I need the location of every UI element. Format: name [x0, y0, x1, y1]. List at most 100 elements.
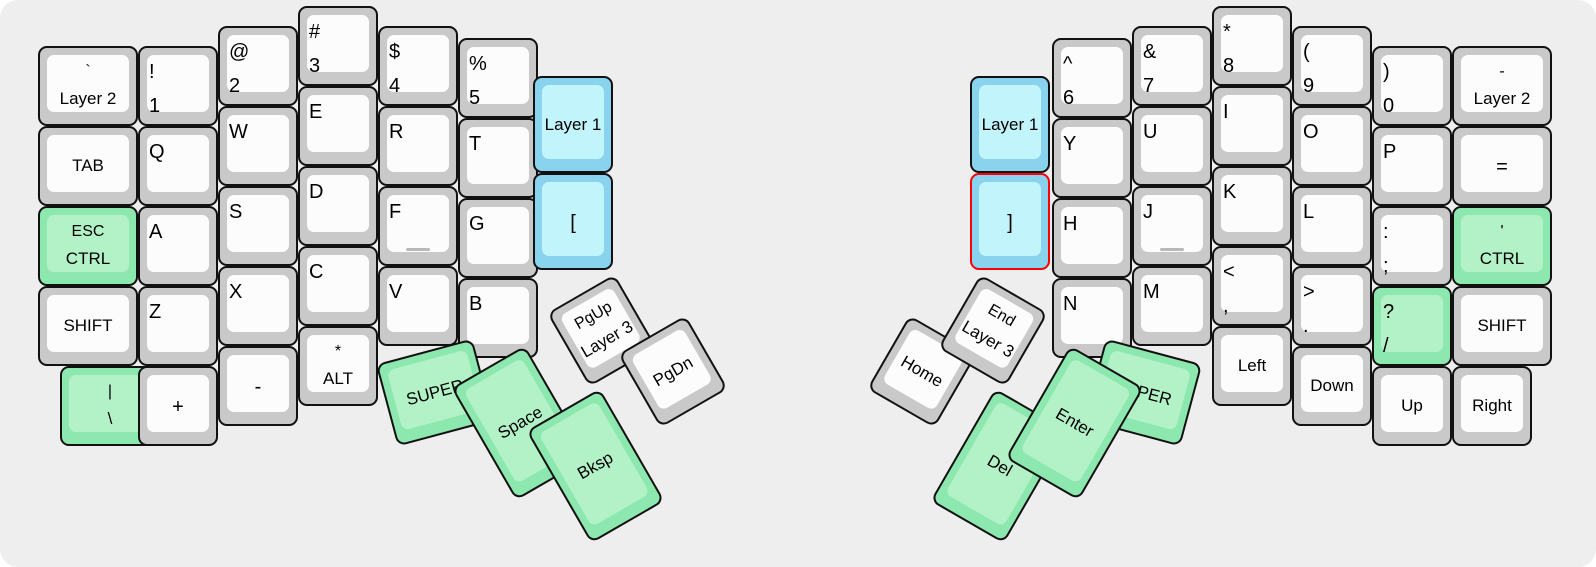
- keycap-surface: [69, 375, 151, 432]
- key-o[interactable]: O: [1292, 106, 1372, 186]
- keycap-surface: [1301, 275, 1363, 332]
- key-g[interactable]: G: [458, 198, 538, 278]
- key-p[interactable]: P: [1372, 126, 1452, 206]
- keycap-surface: [1301, 355, 1363, 412]
- keycap-legend-main: /: [1383, 335, 1389, 357]
- keycap-legend-main: U: [1143, 121, 1158, 143]
- key-v[interactable]: V: [378, 266, 458, 346]
- key-2[interactable]: @2: [218, 26, 298, 106]
- keycap-surface: [307, 95, 369, 152]
- key-t[interactable]: T: [458, 118, 538, 198]
- keycap-legend-main: SHIFT: [1477, 316, 1527, 335]
- key-bracket-left[interactable]: [: [533, 173, 613, 270]
- key-y[interactable]: Y: [1052, 118, 1132, 198]
- keycap-surface: [1381, 375, 1443, 432]
- keycap-surface: [307, 15, 369, 72]
- key-j[interactable]: J: [1132, 186, 1212, 266]
- key-comma[interactable]: <,: [1212, 246, 1292, 326]
- keycap-legend-main: \: [107, 409, 113, 428]
- key-5[interactable]: %5: [458, 38, 538, 118]
- key-shift-left[interactable]: SHIFT: [38, 286, 138, 366]
- keycap-surface: [227, 275, 289, 332]
- keycap-legend-top: ): [1383, 61, 1390, 83]
- keycap-legend-top: `: [85, 63, 91, 80]
- key-asterisk-alt[interactable]: *ALT: [298, 326, 378, 406]
- keycap-surface: [147, 135, 209, 192]
- key-equals[interactable]: =: [1452, 126, 1552, 206]
- keycap-legend-main: 7: [1143, 75, 1155, 97]
- key-x[interactable]: X: [218, 266, 298, 346]
- key-layer1-left[interactable]: Layer 1: [533, 76, 613, 173]
- keycap-legend-main: Q: [149, 141, 165, 163]
- key-m[interactable]: M: [1132, 266, 1212, 346]
- keycap-legend-top: (: [1303, 41, 1310, 63]
- key-l[interactable]: L: [1292, 186, 1372, 266]
- keycap-legend-main: Layer 2: [1473, 89, 1531, 108]
- key-f[interactable]: F: [378, 186, 458, 266]
- key-period[interactable]: >.: [1292, 266, 1372, 346]
- key-k[interactable]: K: [1212, 166, 1292, 246]
- keycap-legend-main: P: [1383, 141, 1397, 163]
- keycap-legend-main: B: [469, 293, 483, 315]
- key-grave-layer2[interactable]: `Layer 2: [38, 46, 138, 126]
- keycap-surface: [1461, 55, 1543, 112]
- key-a[interactable]: A: [138, 206, 218, 286]
- key-h[interactable]: H: [1052, 198, 1132, 278]
- key-s[interactable]: S: [218, 186, 298, 266]
- key-plus[interactable]: +: [138, 366, 218, 446]
- key-bracket-right[interactable]: ]: [970, 173, 1050, 270]
- key-z[interactable]: Z: [138, 286, 218, 366]
- key-layer1-right[interactable]: Layer 1: [970, 76, 1050, 173]
- key-right-arrow[interactable]: Right: [1452, 366, 1532, 446]
- keycap-legend-main: Layer 1: [544, 114, 602, 134]
- key-1[interactable]: !1: [138, 46, 218, 126]
- key-minus[interactable]: -: [218, 346, 298, 426]
- keycap-legend-main: ,: [1223, 295, 1229, 317]
- key-9[interactable]: (9: [1292, 26, 1372, 106]
- keycap-legend-main: E: [309, 101, 323, 123]
- keycap-surface: [47, 295, 129, 352]
- keycap-surface: [1141, 115, 1203, 172]
- keycap-surface: [1301, 115, 1363, 172]
- key-n[interactable]: N: [1052, 278, 1132, 358]
- key-i[interactable]: I: [1212, 86, 1292, 166]
- key-minus-layer2[interactable]: -Layer 2: [1452, 46, 1552, 126]
- key-shift-right[interactable]: SHIFT: [1452, 286, 1552, 366]
- key-left-arrow[interactable]: Left: [1212, 326, 1292, 406]
- key-slash[interactable]: ?/: [1372, 286, 1452, 366]
- key-semicolon[interactable]: :;: [1372, 206, 1452, 286]
- key-6[interactable]: ^6: [1052, 38, 1132, 118]
- key-u[interactable]: U: [1132, 106, 1212, 186]
- key-e[interactable]: E: [298, 86, 378, 166]
- keycap-legend-main: J: [1143, 201, 1153, 223]
- key-7[interactable]: &7: [1132, 26, 1212, 106]
- key-4[interactable]: $4: [378, 26, 458, 106]
- key-down-arrow[interactable]: Down: [1292, 346, 1372, 426]
- key-d[interactable]: D: [298, 166, 378, 246]
- keycap-surface: [47, 135, 129, 192]
- keycap-surface: [1301, 195, 1363, 252]
- keycap-legend-top: :: [1383, 221, 1389, 243]
- key-w[interactable]: W: [218, 106, 298, 186]
- key-tab[interactable]: TAB: [38, 126, 138, 206]
- keycap-legend-top: *: [334, 343, 342, 360]
- key-q[interactable]: Q: [138, 126, 218, 206]
- keycap-legend-main: L: [1303, 201, 1315, 223]
- keycap-surface: [147, 55, 209, 112]
- key-up-arrow[interactable]: Up: [1372, 366, 1452, 446]
- keycap-legend-main: 3: [309, 55, 321, 77]
- key-r[interactable]: R: [378, 106, 458, 186]
- keycap-surface: [387, 275, 449, 332]
- key-quote-ctrl[interactable]: 'CTRL: [1452, 206, 1552, 286]
- key-c[interactable]: C: [298, 246, 378, 326]
- key-8[interactable]: *8: [1212, 6, 1292, 86]
- keycap-legend-main: 6: [1063, 87, 1075, 109]
- keycap-legend-main: Left: [1237, 356, 1267, 375]
- key-3[interactable]: #3: [298, 6, 378, 86]
- key-0[interactable]: )0: [1372, 46, 1452, 126]
- keycap-legend-main: Up: [1401, 396, 1423, 415]
